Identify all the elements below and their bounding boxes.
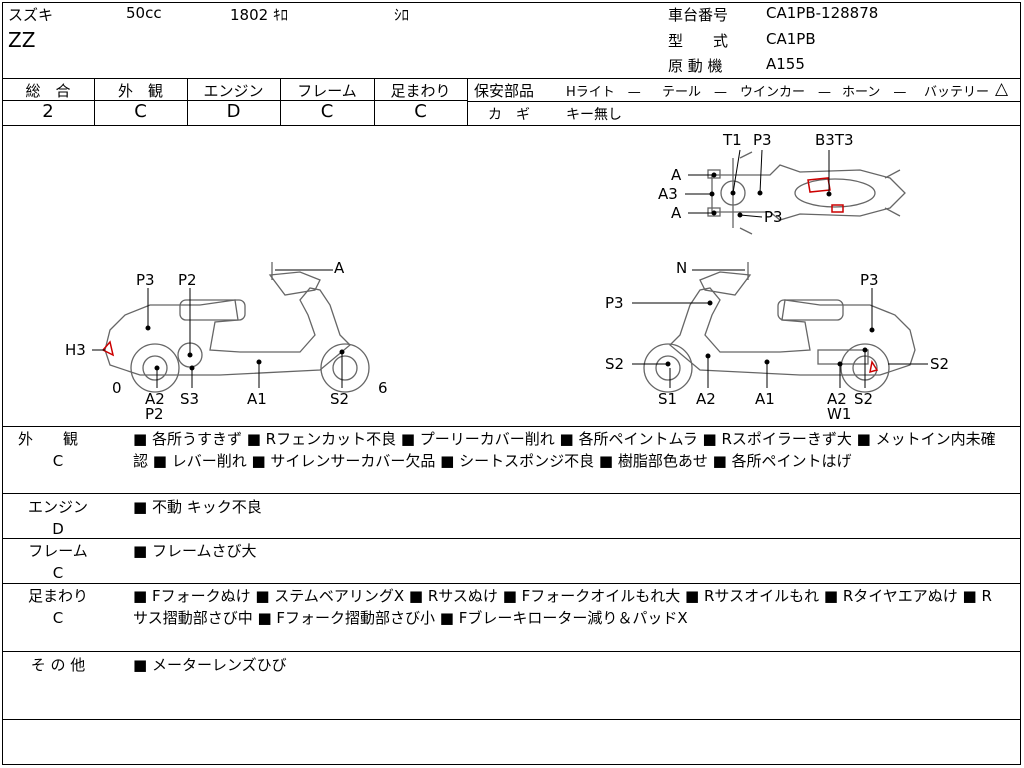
engine-notes: ■ 不動 キック不良 <box>133 498 262 516</box>
damage-diagram: T1 P3 B3T3 A A3 A P3 P3 P2 A H3 0 A2 S3 … <box>65 131 949 423</box>
displacement: 50cc <box>126 4 162 22</box>
label-P2: P2 <box>178 271 197 289</box>
label-A1: A1 <box>247 390 267 408</box>
leader-lines-right <box>632 269 928 388</box>
suspension-section-label: 足まわり <box>27 587 88 605</box>
overall-label: 総 合 <box>25 82 71 100</box>
label-A2: A2 <box>145 390 165 408</box>
label-P3: P3 <box>136 271 155 289</box>
key-label: カ ギ <box>488 107 530 123</box>
suspension-section-grade: C <box>52 609 64 627</box>
safety-horn: ホーン — <box>842 85 907 100</box>
label-P3: P3 <box>764 208 783 226</box>
damage-mark-headlight <box>101 340 115 357</box>
label-S2: S2 <box>605 355 624 373</box>
exterior-label: 外 観 <box>117 82 163 100</box>
label-P3: P3 <box>753 131 772 149</box>
label-P2: P2 <box>145 405 164 423</box>
key-value: キー無し <box>566 107 622 123</box>
engine-grade: D <box>226 101 241 122</box>
safety-battery: バッテリー <box>924 85 990 100</box>
exterior-grade: C <box>134 101 147 122</box>
label-H3: H3 <box>65 341 86 359</box>
divider <box>2 493 1021 494</box>
divider <box>187 78 188 126</box>
label-N: N <box>676 259 687 277</box>
engine-section-grade: D <box>52 520 64 538</box>
maker: スズキ <box>8 6 54 24</box>
engine-model: A155 <box>766 55 805 73</box>
battery-mark: △ <box>995 79 1009 99</box>
label-T1: T1 <box>722 131 742 149</box>
leader-lines-top <box>685 149 832 218</box>
overall-grade: 2 <box>42 101 54 122</box>
label-S2: S2 <box>330 390 349 408</box>
suspension-notes: ■ Fフォークぬけ ■ ステムベアリングX ■ Rサスぬけ ■ Fフォークオイル… <box>133 587 992 627</box>
type-label: 型 式 <box>668 32 729 50</box>
frame-label: フレーム <box>297 82 357 100</box>
divider <box>2 100 467 101</box>
safety-taillight: テール — <box>662 85 728 100</box>
engine-model-label: 原 動 機 <box>668 57 723 75</box>
label-P3: P3 <box>605 294 624 312</box>
other-section-label: そ の 他 <box>30 656 86 674</box>
safety-label: 保安部品 <box>474 82 535 100</box>
suspension-grade: C <box>414 101 427 122</box>
divider <box>2 719 1021 720</box>
frame-section-grade: C <box>52 564 64 582</box>
divider <box>2 78 1021 79</box>
frame-no-label: 車台番号 <box>668 6 729 24</box>
label-S1: S1 <box>658 390 677 408</box>
label-A3: A3 <box>658 185 678 203</box>
frame-grade: C <box>320 101 334 122</box>
scooter-top-view <box>707 151 906 235</box>
divider <box>2 426 1021 427</box>
leader-lines-left <box>92 269 345 388</box>
label-A2: A2 <box>696 390 716 408</box>
engine-section-label: エンジン <box>27 498 88 516</box>
divider <box>467 78 468 126</box>
other-notes: ■ メーターレンズひび <box>133 656 287 674</box>
safety-winker: ウインカー — <box>740 85 832 100</box>
label-S3: S3 <box>180 390 199 408</box>
label-S2: S2 <box>854 390 873 408</box>
divider <box>467 101 1021 102</box>
damage-marks-top <box>807 177 844 213</box>
model-name: ZZ <box>8 28 36 52</box>
damage-mark-rear <box>869 360 879 374</box>
frame-section-label: フレーム <box>28 542 88 560</box>
divider <box>2 538 1021 539</box>
label-B3T3: B3T3 <box>815 131 854 149</box>
label-6: 6 <box>378 379 388 397</box>
divider <box>2 583 1021 584</box>
engine-label: エンジン <box>203 82 264 100</box>
label-A1: A1 <box>755 390 775 408</box>
suspension-label: 足まわり <box>390 82 451 100</box>
scooter-left-view <box>104 262 370 393</box>
exterior-notes: ■ 各所うすきず ■ Rフェンカット不良 ■ プーリーカバー削れ ■ 各所ペイン… <box>133 430 996 470</box>
label-P3: P3 <box>860 271 879 289</box>
mileage: 1802 ｷﾛ <box>230 6 288 24</box>
divider <box>2 125 1021 126</box>
frame-notes: ■ フレームさび大 <box>133 542 257 560</box>
color: ｼﾛ <box>394 6 410 24</box>
frame-no: CA1PB-128878 <box>766 4 879 22</box>
label-S2: S2 <box>930 355 949 373</box>
type-value: CA1PB <box>766 30 816 48</box>
safety-headlight: Hライト — <box>566 85 641 100</box>
label-A: A <box>334 259 345 277</box>
exterior-section-grade: C <box>52 452 64 470</box>
divider <box>2 651 1021 652</box>
label-0: 0 <box>112 379 122 397</box>
divider <box>280 78 281 126</box>
label-A: A <box>671 166 682 184</box>
divider <box>374 78 375 126</box>
label-A2: A2 <box>827 390 847 408</box>
label-W1: W1 <box>827 405 851 423</box>
exterior-section-label: 外 観 <box>17 430 78 448</box>
label-A: A <box>671 204 682 222</box>
divider <box>94 78 95 126</box>
